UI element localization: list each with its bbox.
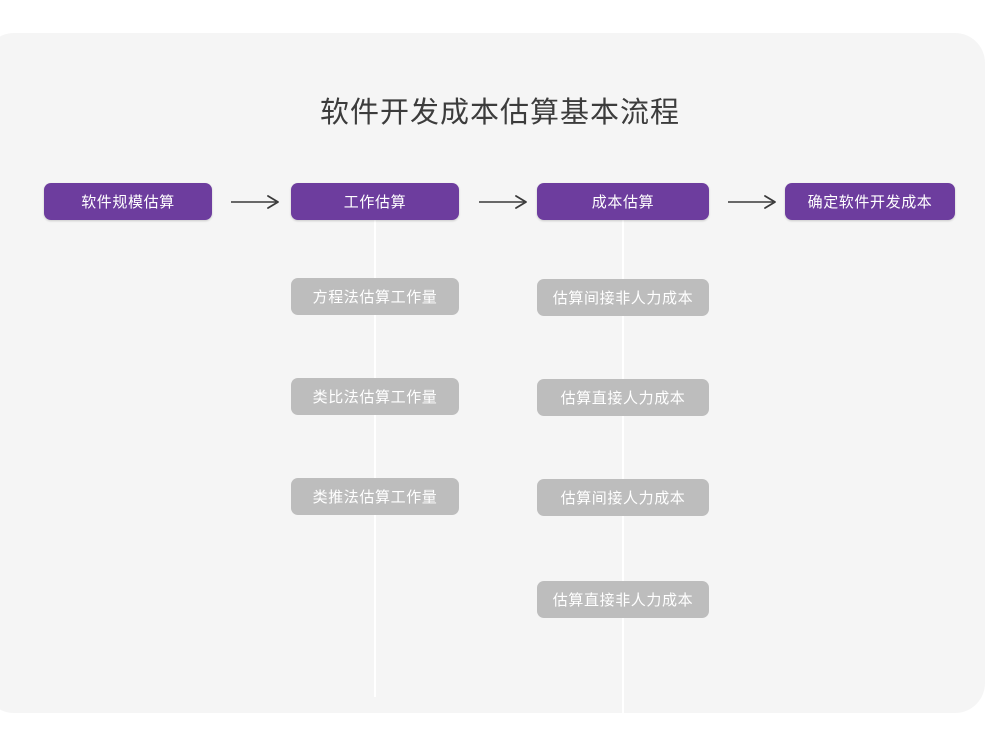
flow-node-stage-3-sub-3[interactable]: 估算间接人力成本 (537, 479, 709, 516)
flow-node-stage-1[interactable]: 软件规模估算 (44, 183, 212, 220)
flow-node-stage-3-sub-1[interactable]: 估算间接非人力成本 (537, 279, 709, 316)
flow-arrow-3 (723, 183, 783, 220)
flow-arrow-2 (474, 183, 534, 220)
flow-node-stage-2-sub-1[interactable]: 方程法估算工作量 (291, 278, 459, 315)
page-title: 软件开发成本估算基本流程 (319, 97, 680, 129)
flow-node-stage-4[interactable]: 确定软件开发成本 (785, 183, 955, 220)
flow-node-stage-3[interactable]: 成本估算 (537, 183, 709, 220)
content-card (0, 33, 985, 713)
flow-node-stage-2-sub-2[interactable]: 类比法估算工作量 (291, 378, 459, 415)
flow-node-stage-2[interactable]: 工作估算 (291, 183, 459, 220)
flow-connector-column-2 (374, 213, 376, 697)
flow-node-stage-3-sub-2[interactable]: 估算直接人力成本 (537, 379, 709, 416)
flow-arrow-1 (226, 183, 286, 220)
flow-node-stage-3-sub-4[interactable]: 估算直接非人力成本 (537, 581, 709, 618)
flow-node-stage-2-sub-3[interactable]: 类推法估算工作量 (291, 478, 459, 515)
